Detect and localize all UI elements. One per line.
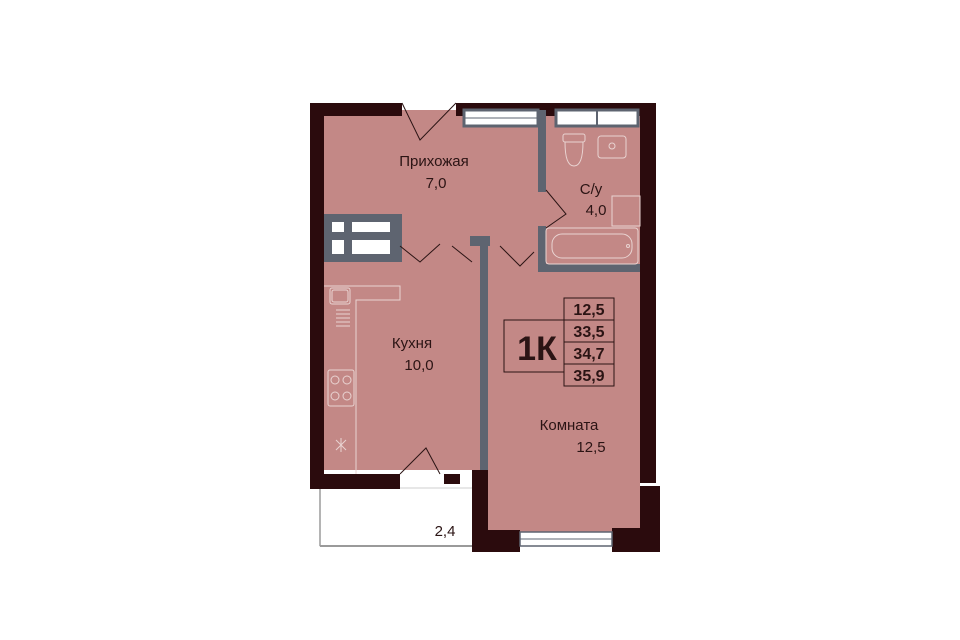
bathroom-name: С/у: [580, 181, 603, 198]
kitchen-area: 10,0: [404, 357, 433, 374]
balcony-area: 2,4: [435, 523, 456, 540]
kitchen-partition-openings: [332, 222, 390, 254]
apartment-type: 1К: [517, 330, 557, 368]
bathroom-area: 4,0: [586, 202, 607, 219]
hallway-area: 7,0: [426, 175, 447, 192]
badge-area-3: 34,7: [573, 346, 604, 363]
living-room-area: 12,5: [576, 439, 605, 456]
fan-icon: [335, 438, 347, 452]
kitchen-counter: [324, 285, 401, 474]
bathroom-cabinet: [611, 195, 641, 227]
sink-icon: [597, 135, 627, 159]
apartment-badge: 1К 12,5 33,5 34,7 35,9: [503, 297, 615, 387]
windows: [462, 108, 640, 547]
hallway-name: Прихожая: [399, 153, 469, 170]
bathtub-icon: [545, 227, 639, 265]
badge-area-4: 35,9: [573, 368, 604, 385]
kitchen-name: Кухня: [392, 335, 432, 352]
toilet-icon: [562, 133, 586, 167]
stove-icon: [327, 369, 355, 407]
balcony: [319, 487, 487, 547]
floor-area: [318, 110, 640, 532]
badge-area-1: 12,5: [573, 302, 604, 319]
living-room-name: Комната: [540, 417, 599, 434]
badge-area-2: 33,5: [573, 324, 604, 341]
sink-icon: [331, 289, 349, 303]
doors: [399, 102, 567, 475]
